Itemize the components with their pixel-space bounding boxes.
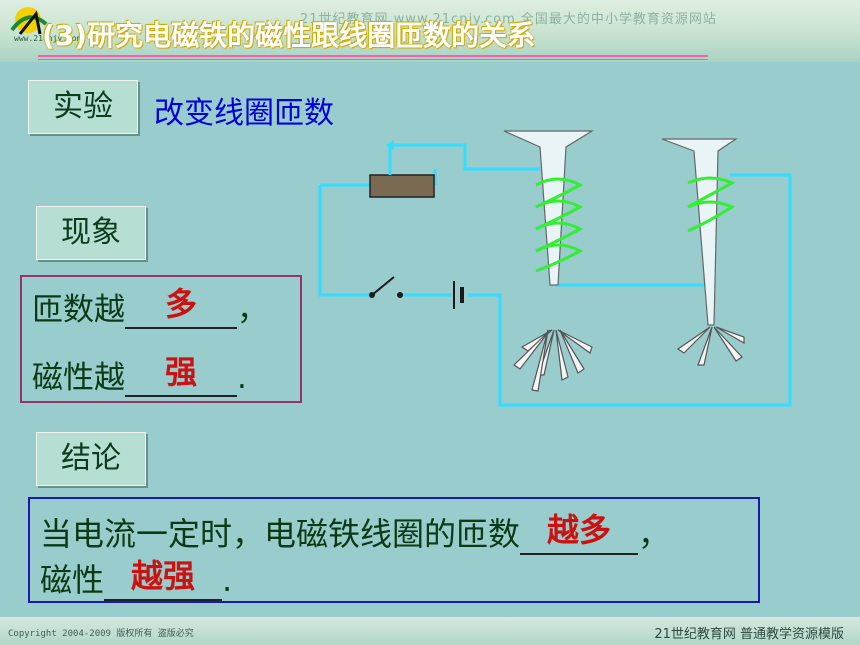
conclusion-blank-1: 越多 <box>520 511 639 555</box>
conclusion-line-1: 当电流一定时，电磁铁线圈的匝数越多 ， <box>40 509 670 555</box>
phenomenon-blank-1: 多 <box>125 285 237 329</box>
banner-watermark: 21世纪教育网 www.21cnjy.com 全国最大的中小学教育资源网站 <box>300 12 717 27</box>
conclusion-answer-2: 越强 <box>131 557 196 595</box>
phenomenon-answer-1: 多 <box>164 285 197 323</box>
logo-text: www.21cnjy.com <box>14 34 82 43</box>
phenomenon-line1-suffix: ， <box>237 292 268 328</box>
phenomenon-answer-2: 强 <box>164 353 197 391</box>
copyright-text: Copyright 2004-2009 版权所有 盗版必究 <box>8 629 194 639</box>
battery-icon <box>453 281 464 309</box>
circuit-wires <box>318 143 792 407</box>
footer-bar: Copyright 2004-2009 版权所有 盗版必究 21世纪教育网 普通… <box>0 617 860 645</box>
conclusion-answer-1: 越多 <box>547 511 612 549</box>
conclusion-blank-2: 越强 <box>104 557 223 601</box>
conclusion-line1-prefix: 当电流一定时，电磁铁线圈的匝数 <box>40 515 521 553</box>
electromagnet-few-turns-icon <box>661 138 745 366</box>
rheostat-icon <box>369 140 435 198</box>
site-logo-icon <box>10 7 48 35</box>
phenomenon-line2-prefix: 磁性越 <box>32 360 125 396</box>
electromagnet-circuit-diagram <box>318 130 792 407</box>
conclusion-box <box>28 497 760 603</box>
experiment-tag: 实验 <box>28 80 138 134</box>
conclusion-line1-suffix: ， <box>638 515 671 553</box>
title-underline <box>38 55 708 57</box>
conclusion-line2-suffix: . <box>222 561 233 599</box>
phenomenon-blank-2: 强 <box>125 353 237 397</box>
experiment-subtitle: 改变线圈匝数 <box>154 96 334 131</box>
switch-icon <box>369 276 403 298</box>
electromagnet-many-turns-icon <box>503 130 595 392</box>
phenomenon-line1-prefix: 匝数越 <box>32 292 125 328</box>
phenomenon-line-2: 磁性越 强. <box>32 352 247 397</box>
footer-right-text: 21世纪教育网 普通教学资源模版 <box>654 627 844 642</box>
page-title: (3)研究电磁铁的磁性跟线圈匝数的关系 <box>42 19 536 52</box>
conclusion-line-2: 磁性越强. <box>40 555 232 601</box>
header-banner: 21世纪教育网 www.21cnjy.com 全国最大的中小学教育资源网站 ww… <box>0 0 860 62</box>
conclusion-line2-prefix: 磁性 <box>40 561 105 599</box>
phenomenon-tag: 现象 <box>36 206 146 260</box>
phenomenon-box <box>20 275 302 403</box>
phenomenon-line2-suffix: . <box>237 360 247 396</box>
conclusion-tag: 结论 <box>36 432 146 486</box>
title-underline-thin <box>38 59 708 60</box>
phenomenon-line-1: 匝数越 多 ， <box>32 284 268 329</box>
